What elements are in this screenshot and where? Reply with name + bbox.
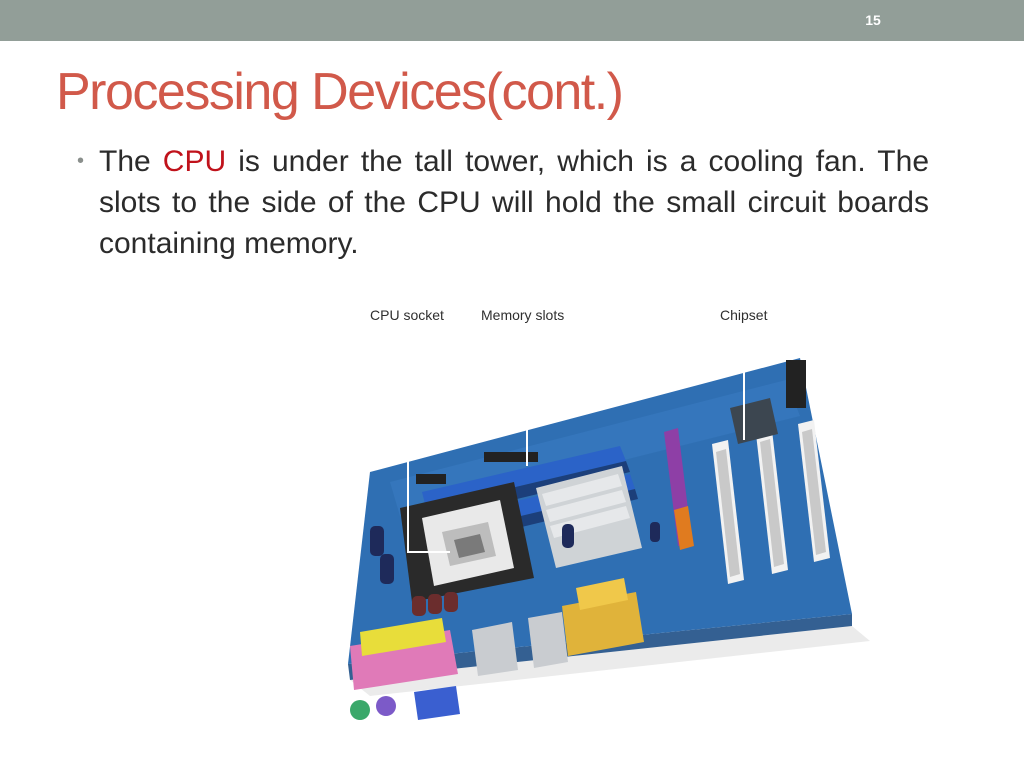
pci-slots	[712, 420, 830, 584]
callout-lines	[407, 324, 745, 553]
motherboard-figure: CPU socket Memory slots Chipset	[330, 296, 890, 746]
agp-latch	[674, 506, 694, 550]
callout-cpu-socket: CPU socket	[370, 307, 444, 323]
board-shadow	[350, 626, 870, 696]
bullet-text: The CPU is under the tall tower, which i…	[99, 141, 929, 264]
atx-connector	[416, 474, 446, 484]
bullet-icon: •	[77, 150, 85, 172]
body-text-rest: is under the tall tower, which is a cool…	[99, 145, 929, 260]
body-text-start: The	[99, 145, 163, 178]
callout-memory-slots: Memory slots	[481, 307, 565, 323]
callout-chipset: Chipset	[720, 307, 768, 323]
ide-connector	[484, 452, 538, 462]
capacitors	[370, 522, 660, 616]
top-banner: 15	[0, 0, 1024, 41]
chipset-icon	[730, 398, 778, 444]
edge-connector	[786, 360, 806, 408]
cpu-socket-leader	[407, 324, 450, 553]
slide-number: 15	[865, 12, 881, 28]
slide-title: Processing Devices(cont.)	[56, 63, 624, 121]
motherboard-illustration	[348, 324, 870, 720]
cpu-socket-icon	[400, 482, 534, 602]
cpu-highlight: CPU	[162, 145, 227, 178]
rear-io-panel	[350, 578, 644, 720]
